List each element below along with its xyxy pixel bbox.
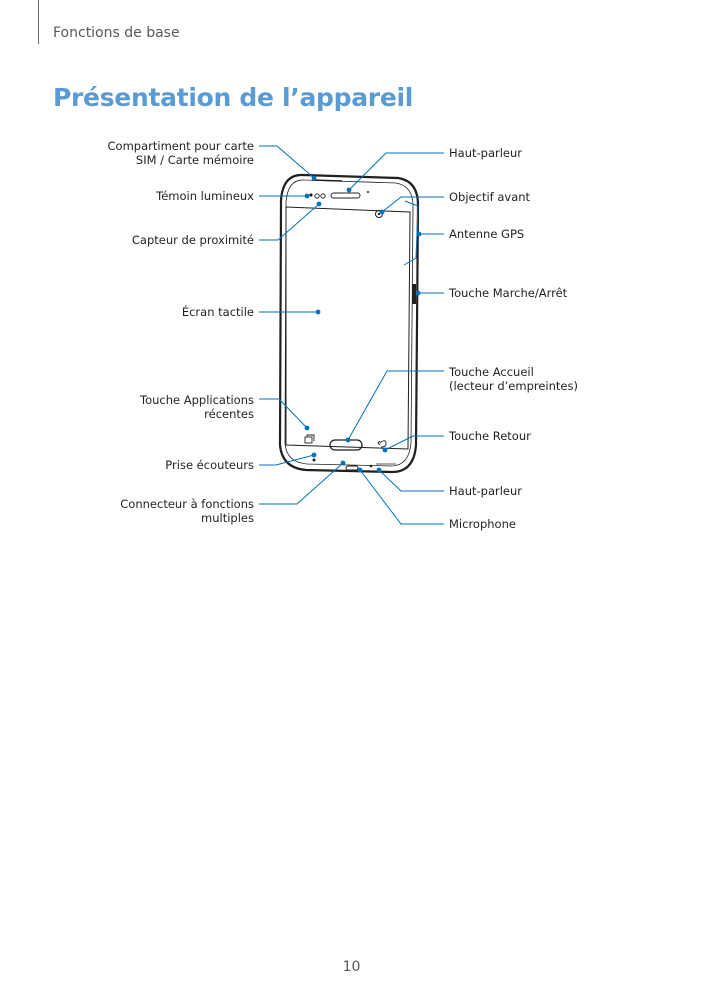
callout-multipurpose <box>259 462 344 505</box>
label-front-camera: Objectif avant <box>449 190 531 204</box>
callout-earphone-jack <box>259 454 315 466</box>
label-sim-tray: Compartiment pour carte SIM / Carte mémo… <box>107 139 254 167</box>
section-header: Fonctions de base <box>53 25 180 41</box>
callout-front-camera <box>381 196 444 213</box>
label-earpiece: Haut-parleur <box>449 146 523 160</box>
label-multipurpose-jack: Connecteur à fonctions multiples <box>120 497 254 525</box>
label-led: Témoin lumineux <box>156 189 254 203</box>
label-recent-apps-key: Touche Applications récentes <box>140 393 254 421</box>
label-touchscreen: Écran tactile <box>181 305 254 319</box>
callout-microphone <box>359 469 444 525</box>
label-gps-antenna: Antenne GPS <box>449 227 525 241</box>
label-earphone-jack: Prise écouteurs <box>165 458 254 472</box>
callout-proximity <box>259 203 320 241</box>
callout-dots <box>304 175 422 473</box>
label-home-key: Touche Accueil (lecteur d’empreintes) <box>449 365 578 393</box>
label-speaker: Haut-parleur <box>449 484 523 498</box>
label-power-key: Touche Marche/Arrêt <box>449 286 568 300</box>
gps-antenna-outline <box>403 200 419 266</box>
page-title: Présentation de l’appareil <box>53 83 414 112</box>
label-back-key: Touche Retour <box>449 429 531 443</box>
side-rule <box>38 0 39 44</box>
callout-recent-apps <box>259 398 308 429</box>
callout-home-key <box>347 370 444 441</box>
label-proximity-sensor: Capteur de proximité <box>131 233 254 247</box>
callout-sim-tray <box>259 145 315 179</box>
callout-earpiece <box>348 152 444 191</box>
callout-back-key <box>384 435 444 451</box>
callout-lines <box>259 145 444 525</box>
phone-illustration <box>278 173 420 474</box>
label-microphone: Microphone <box>449 517 516 531</box>
callout-speaker <box>378 469 444 492</box>
page-number: 10 <box>342 959 361 975</box>
